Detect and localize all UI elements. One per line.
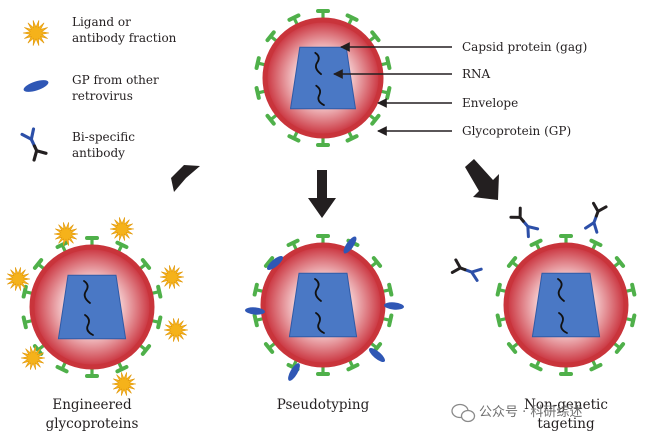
watermark: 公众号 · 科研综述 — [451, 403, 582, 423]
caption-nongenetic-line1: Non-genetic — [524, 397, 608, 413]
capsid — [289, 46, 357, 110]
virus-engineered — [21, 236, 163, 378]
caption-engineered-line1: Engineered — [52, 397, 132, 413]
ligand-star — [20, 346, 46, 370]
capsid — [531, 272, 601, 338]
bispecific-antibody — [584, 201, 608, 234]
legend-gp-label-line1: GP from other — [72, 73, 159, 87]
arrow-right — [465, 159, 499, 200]
label-envelope: Envelope — [462, 96, 518, 110]
gp-oval — [266, 256, 284, 270]
ligand-star — [159, 265, 185, 289]
flow-arrows — [171, 159, 499, 218]
rna-strand — [315, 312, 325, 334]
rna-strand — [314, 51, 322, 76]
gp-oval — [384, 302, 404, 310]
capsid — [288, 272, 358, 338]
rna-strands — [557, 278, 568, 334]
caption-nongenetic-line2: tageting — [537, 416, 595, 432]
arrow-middle — [308, 170, 336, 218]
gp-ovals — [245, 236, 404, 381]
rna-strand — [315, 84, 325, 106]
capsid — [57, 274, 127, 340]
rna-strand — [84, 314, 94, 336]
virus-top — [254, 9, 392, 147]
virus-nongenetic — [495, 234, 637, 376]
bispecific-antibodies — [450, 201, 608, 282]
legend: Ligand or antibody fraction GP from othe… — [20, 15, 177, 162]
bispecific-antibody — [450, 258, 483, 282]
ligand-star — [22, 20, 50, 46]
ligand-stars — [5, 217, 189, 396]
rna-strands — [83, 280, 94, 336]
label-rna: RNA — [462, 67, 491, 81]
arrow-left — [171, 165, 200, 192]
rna-strands — [314, 278, 325, 334]
glycoprotein-spikes — [21, 236, 163, 378]
legend-gp-icon — [23, 80, 49, 92]
caption-engineered-line2: glycoproteins — [46, 416, 139, 432]
rna-strands — [314, 51, 325, 106]
label-glycoprotein: Glycoprotein (GP) — [462, 124, 571, 138]
rna-strand — [83, 280, 91, 304]
label-arrows — [333, 42, 452, 136]
ligand-star — [109, 217, 135, 241]
legend-ligand-icon — [22, 20, 50, 46]
ligand-star — [111, 372, 137, 396]
legend-ligand-label-line1: Ligand or — [72, 15, 131, 29]
rna-strand — [557, 278, 565, 302]
ligand-star — [5, 267, 31, 291]
label-capsid: Capsid protein (gag) — [462, 40, 587, 54]
gp-oval — [288, 363, 300, 381]
legend-antibody-icon — [20, 127, 48, 162]
glycoprotein-spikes — [254, 9, 392, 147]
rna-strand — [314, 278, 322, 302]
legend-gp-label-line2: retrovirus — [72, 89, 133, 103]
rna-strand — [558, 312, 568, 334]
caption-pseudotyping: Pseudotyping — [277, 397, 370, 413]
legend-antibody-label-line2: antibody — [72, 146, 125, 160]
gp-oval — [343, 236, 357, 254]
ligand-star — [53, 222, 79, 246]
gp-oval — [368, 348, 386, 362]
bispecific-antibody — [20, 127, 48, 162]
gp-oval — [245, 307, 265, 315]
watermark-text: 公众号 · 科研综述 — [479, 405, 582, 420]
legend-antibody-label-line1: Bi-specific — [72, 130, 135, 144]
ligand-star — [163, 318, 189, 342]
wechat-icon — [451, 403, 476, 423]
legend-ligand-label-line2: antibody fraction — [72, 31, 177, 45]
bispecific-antibody — [509, 206, 540, 239]
